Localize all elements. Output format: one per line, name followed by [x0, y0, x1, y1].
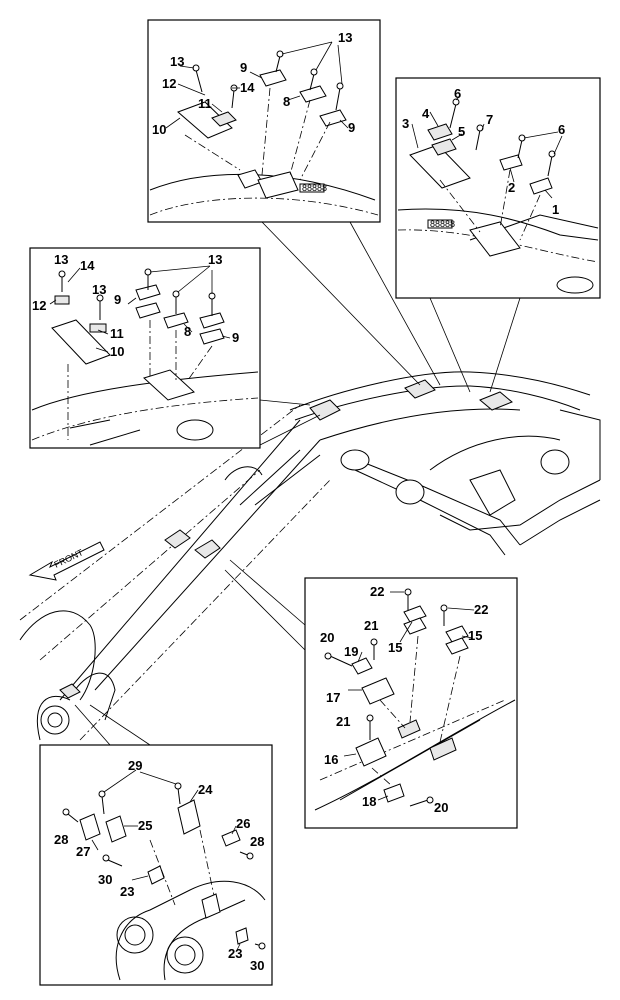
callout-18: 18 [362, 794, 376, 809]
detail-box-arm-end: 29 24 25 26 28 28 27 30 23 23 30 [39, 744, 273, 986]
callout-4: 4 [422, 106, 430, 121]
callout-15: 15 [468, 628, 482, 643]
callout-1: 1 [552, 202, 559, 217]
callout-9: 9 [240, 60, 247, 75]
callout-16: 16 [324, 752, 338, 767]
detail-box-boom-mid: 13 13 14 13 12 9 11 10 8 9 [29, 247, 261, 449]
callout-13: 13 [92, 282, 106, 297]
callout-22: 22 [370, 584, 384, 599]
callout-14: 14 [240, 80, 255, 95]
callout-10: 10 [110, 344, 124, 359]
callout-leaders [74, 221, 521, 746]
callout-28: 28 [54, 832, 68, 847]
callout-20: 20 [434, 800, 448, 815]
callout-13: 13 [208, 252, 222, 267]
callout-22: 22 [474, 602, 488, 617]
callout-14: 14 [80, 258, 95, 273]
callout-20: 20 [320, 630, 334, 645]
svg-text:FRONT: FRONT [52, 547, 85, 570]
detail-box-boom-top: 88888 13 13 12 9 14 11 10 8 9 [147, 19, 381, 223]
detail-box-boom-foot: 88888 6 6 4 3 5 7 2 1 [395, 77, 601, 299]
callout-12: 12 [162, 76, 176, 91]
callout-13: 13 [170, 54, 184, 69]
callout-12: 12 [32, 298, 46, 313]
callout-3: 3 [402, 116, 409, 131]
callout-30: 30 [98, 872, 112, 887]
callout-27: 27 [76, 844, 90, 859]
callout-23: 23 [228, 946, 242, 961]
callout-30: 30 [250, 958, 264, 973]
callout-28: 28 [250, 834, 264, 849]
callout-7: 7 [486, 112, 493, 127]
callout-9: 9 [232, 330, 239, 345]
callout-5: 5 [458, 124, 465, 139]
callout-26: 26 [236, 816, 250, 831]
detail-box-arm-clamps: 22 22 21 15 15 20 19 17 21 16 18 20 [304, 577, 518, 829]
callout-11: 11 [198, 96, 212, 111]
callout-19: 19 [344, 644, 358, 659]
callout-2: 2 [508, 180, 515, 195]
callout-21: 21 [336, 714, 350, 729]
callout-9: 9 [348, 120, 355, 135]
callout-13: 13 [338, 30, 352, 45]
callout-23: 23 [120, 884, 134, 899]
callout-29: 29 [128, 758, 142, 773]
callout-13: 13 [54, 252, 68, 267]
callout-9: 9 [114, 292, 121, 307]
callout-24: 24 [198, 782, 213, 797]
callout-8: 8 [283, 94, 290, 109]
front-arrow: FRONT [28, 541, 105, 581]
callout-10: 10 [152, 122, 166, 137]
callout-8: 8 [184, 324, 191, 339]
callout-6: 6 [558, 122, 565, 137]
callout-25: 25 [138, 818, 152, 833]
callout-11: 11 [110, 326, 124, 341]
svg-text:88888: 88888 [302, 183, 327, 193]
svg-text:88888: 88888 [430, 219, 455, 229]
callout-17: 17 [326, 690, 340, 705]
callout-6: 6 [454, 86, 461, 101]
callout-15: 15 [388, 640, 402, 655]
callout-21: 21 [364, 618, 378, 633]
